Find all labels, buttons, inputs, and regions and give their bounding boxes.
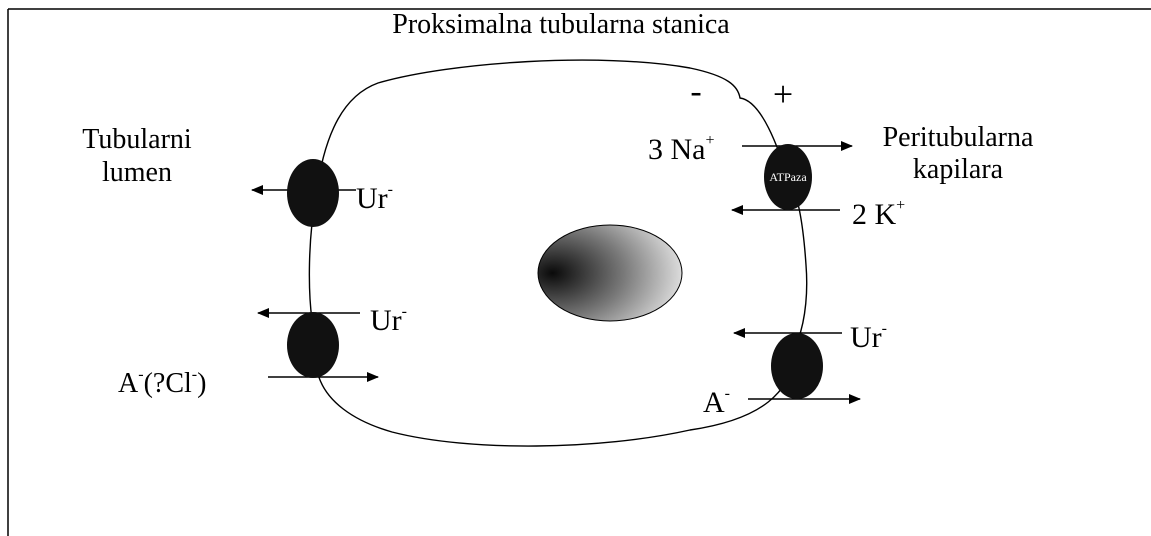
apical-anion-symbol: A <box>118 368 139 399</box>
sodium-ion-text: 3 Na <box>648 133 705 166</box>
apical-anion-paren-charge: - <box>192 366 197 383</box>
basolateral-urate-ion: Ur <box>850 321 882 354</box>
basolateral-anion-symbol: A <box>703 386 725 419</box>
apical-bottom-anion-label: A-(?Cl-) <box>118 366 206 399</box>
lumen-label-line1: Tubularni <box>82 124 192 155</box>
apical-bottom-urate-ion: Ur <box>370 304 402 337</box>
apical-anion-charge: - <box>138 366 143 383</box>
atpase-label: ATPaza <box>769 170 807 184</box>
basolateral-urate-anion-exchanger <box>771 333 823 399</box>
cell-nucleus <box>537 224 683 322</box>
basolateral-urate-label: Ur- <box>850 320 887 354</box>
potassium-ion-label: 2 K+ <box>852 197 905 231</box>
apical-top-urate-charge: - <box>388 181 393 198</box>
apical-top-urate-transporter <box>287 159 339 227</box>
sodium-ion-label: 3 Na+ <box>648 132 715 166</box>
apical-top-urate-ion: Ur <box>356 182 388 215</box>
apical-top-urate-label: Ur- <box>356 181 393 215</box>
apical-anion-paren-close: ) <box>197 368 206 399</box>
positive-charge-sign: + <box>773 74 793 114</box>
negative-charge-sign: - <box>690 73 701 110</box>
diagram-title: Proksimalna tubularna stanica <box>392 9 730 40</box>
cell-membrane <box>308 59 808 447</box>
sodium-ion-charge: + <box>705 132 714 149</box>
apical-anion-paren-open: (?Cl <box>144 368 192 399</box>
apical-bottom-urate-charge: - <box>402 303 407 320</box>
apical-bottom-urate-label: Ur- <box>370 303 407 337</box>
potassium-ion-text: 2 K <box>852 198 897 231</box>
basolateral-urate-charge: - <box>882 320 887 337</box>
na-k-atpase-pump <box>764 144 812 210</box>
potassium-ion-charge: + <box>896 197 905 214</box>
apical-bottom-urate-anion-exchanger <box>287 312 339 378</box>
basolateral-anion-label: A- <box>703 385 730 419</box>
capillary-label-line1: Peritubularna <box>883 122 1034 153</box>
lumen-label-line2: lumen <box>102 157 172 188</box>
capillary-label-line2: kapilara <box>913 154 1004 185</box>
basolateral-anion-charge: - <box>725 385 730 402</box>
